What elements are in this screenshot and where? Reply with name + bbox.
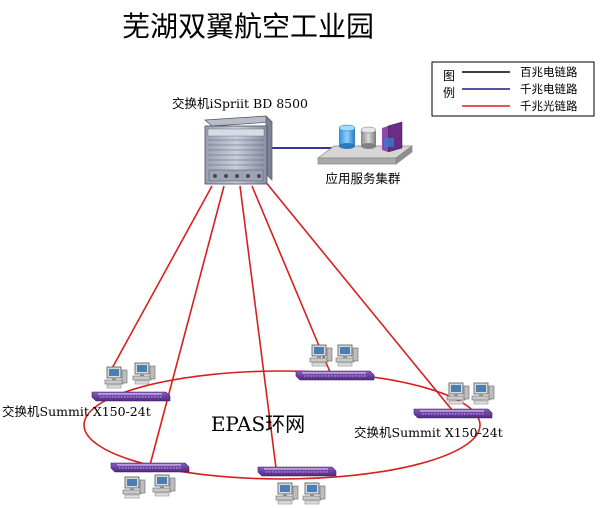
pc-icon [275,482,299,505]
core-switch [204,115,273,185]
access-switch-left [91,391,171,402]
legend-label-100m-copper: 百兆电链路 [520,65,578,79]
storage-icon [360,126,377,149]
uplink-to-center-switch [251,185,331,373]
legend-label-1g-copper: 千兆电链路 [520,82,578,96]
pc-icon [335,344,359,367]
uplink-to-bottom-switch [239,185,277,469]
core-switch-label: 交换机iSpriit BD 8500 [172,96,308,111]
left-switch-label: 交换机Summit X150-24t [2,404,151,419]
epas-ring-link [83,370,481,480]
pc-icon [446,382,470,405]
fiber-uplinks [109,179,453,469]
uplink-to-left-switch [109,185,213,373]
server-tower-icon [382,121,403,153]
legend-label-1g-fiber: 千兆光链路 [520,99,578,113]
pc-icon [122,476,146,499]
pc-icon [132,362,156,385]
legend-heading-top: 图 [443,69,455,83]
right-switch-label: 交换机Summit X150-24t [354,425,503,440]
database-icon [338,124,356,149]
legend-heading-bottom: 例 [443,86,455,100]
ring-label: EPAS环网 [211,412,305,436]
pc-icon [471,382,495,405]
uplink-to-lower-left-switch [149,185,225,466]
access-switch-right [413,408,493,419]
server-cluster [316,121,414,165]
pc-icon [104,366,128,389]
pc-icon [302,482,326,505]
legend: 图 例 百兆电链路 千兆电链路 千兆光链路 [431,61,595,117]
server-cluster-label: 应用服务集群 [325,171,401,186]
access-switch-bottom [257,466,337,477]
uplink-to-right-switch [263,179,453,411]
access-switch-lower-left [110,462,190,473]
pc-icon [309,344,333,367]
pc-icon [152,474,176,497]
page-title: 芜湖双翼航空工业园 [122,10,374,43]
access-switch-center [295,370,375,381]
